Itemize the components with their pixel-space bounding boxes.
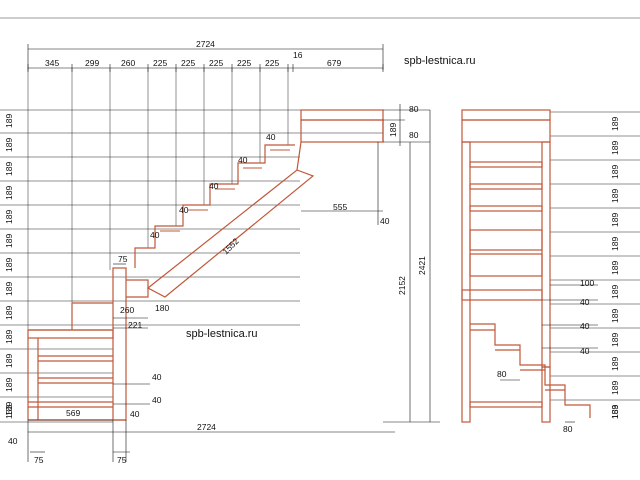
post-size-label: 75: [118, 254, 128, 264]
segment-label-9: 16: [293, 50, 303, 60]
tread-gap-label-3: 40: [209, 181, 219, 191]
small-gap-mid-label-1: 40: [152, 372, 162, 382]
left-riser-label: 189: [4, 354, 14, 368]
overall-width-label: 2724: [196, 39, 215, 49]
segment-label-7: 225: [237, 58, 251, 68]
segment-label-4: 225: [153, 58, 167, 68]
left-riser-label: 189: [4, 258, 14, 272]
bottom-run-label: 569: [66, 408, 80, 418]
stringer-depth-label: 180: [155, 303, 169, 313]
watermark-middle: spb-lestnica.ru: [186, 328, 258, 340]
right-riser-label: 189: [610, 189, 620, 203]
bottom-gap-left-label: 40: [8, 436, 18, 446]
right-riser-label: 189: [610, 309, 620, 323]
upper-landing-frame: [300, 119, 384, 143]
lower-landing-tread: [27, 329, 114, 339]
side-stringer-width-label: 80: [497, 369, 507, 379]
right-riser-label: 189: [610, 117, 620, 131]
post-setback-label: 260: [120, 305, 134, 315]
side-landing-width-label: 100: [580, 278, 594, 288]
landing-thickness-mid-label: 80: [409, 130, 419, 140]
right-riser-label: 189: [610, 165, 620, 179]
side-gap-label-2: 40: [580, 321, 590, 331]
front-grid: [0, 68, 383, 423]
left-riser-label: 189: [4, 234, 14, 248]
side-dimension-lines: [500, 284, 598, 423]
side-stringer-left: [461, 141, 471, 423]
right-riser-label: 153: [610, 405, 620, 419]
right-riser-label: 189: [610, 333, 620, 347]
upper-stringer: [146, 169, 315, 298]
segment-label-8: 225: [265, 58, 279, 68]
left-riser-label: 189: [4, 138, 14, 152]
segment-label-5: 225: [181, 58, 195, 68]
side-bottom-width-label: 80: [563, 424, 573, 434]
upper-landing-slab: [300, 109, 384, 121]
left-riser-label: 189: [4, 162, 14, 176]
landing-rise-label: 189: [388, 123, 398, 137]
newel-post: [112, 267, 127, 421]
left-riser-label: 189: [4, 330, 14, 344]
post-bottom-left-label: 75: [34, 455, 44, 465]
width-bottom-label: 2724: [197, 422, 216, 432]
segment-label-1: 345: [45, 58, 59, 68]
landing-offset-label: 555: [333, 202, 347, 212]
post-bottom-right-label: 75: [117, 455, 127, 465]
right-riser-label: 189: [610, 381, 620, 395]
bottom-gap-right-label: 40: [130, 409, 140, 419]
side-gap-label-1: 40: [580, 297, 590, 307]
right-riser-label: 189: [610, 285, 620, 299]
left-riser-labels: 1891891891891891891891891891891891891891…: [4, 114, 14, 419]
right-riser-label: 189: [610, 405, 620, 419]
left-riser-label: 189: [4, 210, 14, 224]
left-riser-label: 189: [4, 378, 14, 392]
tread-gap-label-4: 40: [179, 205, 189, 215]
height-total-label: 2421: [417, 256, 427, 275]
right-riser-label: 189: [610, 237, 620, 251]
offset-right-label: 40: [380, 216, 390, 226]
small-gap-mid-label-2: 40: [152, 395, 162, 405]
right-riser-labels: 1891891891891891891891891891891891891891…: [550, 111, 640, 419]
segment-label-10: 679: [327, 58, 341, 68]
stringer-length-label: 1552: [220, 236, 241, 257]
tread-gap-label-5: 40: [150, 230, 160, 240]
side-stringer-right: [541, 141, 551, 368]
landing-thickness-top-label: 80: [409, 104, 419, 114]
watermark-top: spb-lestnica.ru: [404, 55, 476, 67]
left-riser-label: 189: [4, 282, 14, 296]
front-view-stair: [27, 109, 384, 421]
front-dimension-lines: [27, 104, 440, 462]
segment-label-3: 260: [121, 58, 135, 68]
right-riser-label: 189: [610, 141, 620, 155]
left-riser-label: 189: [4, 114, 14, 128]
segment-label-2: 299: [85, 58, 99, 68]
tread-gap-label-2: 40: [238, 155, 248, 165]
left-riser-label: 189: [4, 306, 14, 320]
upper-flight-steps: [134, 144, 295, 268]
left-riser-label: 189: [4, 402, 14, 416]
right-riser-label: 189: [610, 357, 620, 371]
left-riser-label: 189: [4, 186, 14, 200]
segment-labels: 345 299 260 225 225 225 225 225 16 679: [45, 50, 341, 68]
right-riser-label: 189: [610, 261, 620, 275]
side-view-stair: [461, 109, 591, 423]
segment-label-6: 225: [209, 58, 223, 68]
left-riser-label: 153: [4, 405, 14, 419]
tread-gap-label-1: 40: [266, 132, 276, 142]
height-lower-label: 2152: [397, 276, 407, 295]
winder-width-label: 221: [128, 320, 142, 330]
side-gap-label-3: 40: [580, 346, 590, 356]
right-riser-label: 189: [610, 213, 620, 227]
